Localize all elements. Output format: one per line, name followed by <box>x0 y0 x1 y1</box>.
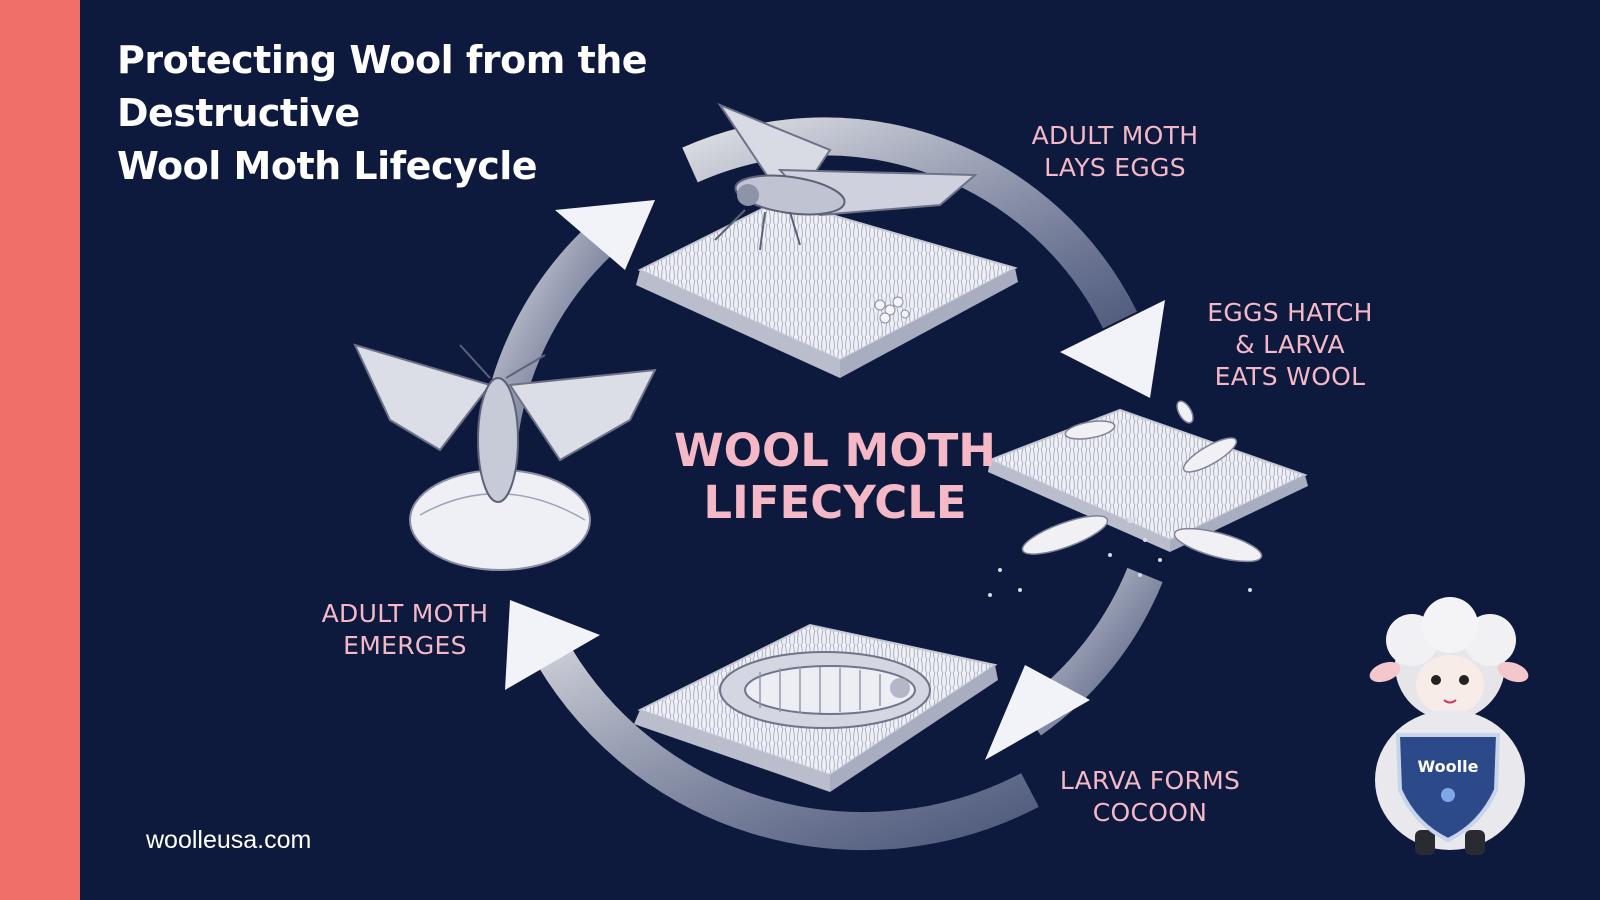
center-title-line1: WOOL MOTH <box>674 424 996 477</box>
stage-label-line: COCOON <box>1092 798 1208 827</box>
center-title-line2: LIFECYCLE <box>703 476 967 529</box>
stage-larva-cocoon-illustration <box>634 623 998 792</box>
stage-label-line: LAYS EGGS <box>1044 153 1186 182</box>
larva-icon <box>1021 400 1263 563</box>
brand-name: Woolle <box>1418 757 1479 776</box>
wool-debris <box>988 517 1252 597</box>
stage-label-line: & LARVA <box>1235 330 1345 359</box>
bee-icon <box>1441 788 1455 802</box>
accent-sidebar <box>0 0 80 900</box>
stage-label-larva-cocoon: LARVA FORMS COCOON <box>1035 765 1265 829</box>
stage-label-line: EGGS HATCH <box>1207 298 1373 327</box>
page-title-line1: Protecting Wool from the Destructive <box>117 38 648 135</box>
center-title: WOOL MOTH LIFECYCLE <box>620 425 1050 529</box>
stage-label-line: ADULT MOTH <box>1031 121 1199 150</box>
arrow-bottom-left-head <box>505 600 600 690</box>
page-title-line2: Wool Moth Lifecycle <box>117 144 538 188</box>
stage-label-moth-emerges: ADULT MOTH EMERGES <box>300 598 510 662</box>
moth-icon <box>714 102 978 251</box>
arrow-top-right-head <box>1060 300 1165 398</box>
stage-label-eggs-hatch: EGGS HATCH & LARVA EATS WOOL <box>1175 297 1405 393</box>
stage-label-adult-lays-eggs: ADULT MOTH LAYS EGGS <box>1000 120 1230 184</box>
eggs-icon <box>874 296 910 324</box>
emerging-moth-icon <box>353 343 657 503</box>
stage-moth-laying-eggs-illustration <box>636 102 1018 378</box>
stage-label-line: EMERGES <box>343 631 467 660</box>
arrow-bottom-right-head <box>985 665 1090 760</box>
stage-label-line: EATS WOOL <box>1214 362 1366 391</box>
stage-label-line: ADULT MOTH <box>321 599 489 628</box>
stage-label-line: LARVA FORMS <box>1059 766 1241 795</box>
website-link[interactable]: woolleusa.com <box>146 826 312 854</box>
page-title: Protecting Wool from the Destructive Woo… <box>117 34 897 193</box>
shield-icon <box>1395 733 1501 843</box>
stage-larva-eating-wool-illustration <box>987 400 1308 597</box>
arrow-bottom-left <box>528 631 1039 851</box>
cocoon-icon <box>719 651 931 729</box>
arrow-top-left-head <box>555 200 655 270</box>
sheep-mascot-icon: Woolle <box>1369 597 1529 855</box>
stage-moth-emerging-illustration <box>353 343 657 571</box>
